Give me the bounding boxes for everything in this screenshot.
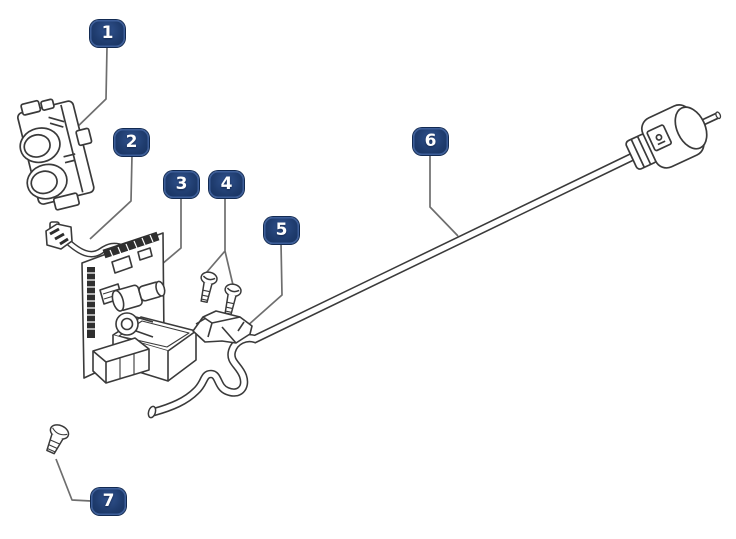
part-cable-clip	[192, 310, 253, 344]
callout-number: 6	[424, 131, 437, 151]
callout-number: 3	[175, 174, 188, 194]
leader-line-6	[429, 154, 459, 237]
callout-number: 2	[125, 132, 138, 152]
callout-number: 1	[101, 23, 114, 43]
leader-line-7	[55, 458, 92, 502]
callout-badge-5: 5	[264, 217, 299, 244]
callout-badge-6: 6	[413, 128, 448, 155]
bottom-block	[92, 337, 150, 384]
cord-cut-end	[147, 405, 157, 419]
callout-badge-3: 3	[164, 171, 199, 198]
part-board-assembly	[81, 231, 197, 384]
callout-badge-7: 7	[91, 488, 126, 515]
screw-b	[224, 283, 242, 316]
callout-badge-2: 2	[114, 129, 149, 156]
plug-face	[674, 106, 708, 150]
leader-line-4	[205, 197, 234, 286]
screw-a	[200, 271, 218, 304]
leader-line-5	[245, 242, 283, 328]
switch-plunger	[115, 312, 154, 338]
board-barrel	[111, 280, 166, 312]
callout-number: 5	[275, 220, 288, 240]
power-plug	[625, 104, 722, 170]
part-screws	[200, 271, 242, 316]
leader-line-2	[89, 154, 133, 240]
part-mounting-bracket	[17, 98, 95, 211]
part-screw-7	[46, 424, 70, 455]
leader-line-1	[70, 46, 108, 134]
leader-lines	[55, 46, 459, 502]
part-power-cord	[147, 151, 639, 419]
callout-number: 4	[220, 174, 233, 194]
callout-number: 7	[102, 491, 115, 511]
callout-badge-4: 4	[209, 171, 244, 198]
callout-badge-1: 1	[90, 20, 125, 47]
